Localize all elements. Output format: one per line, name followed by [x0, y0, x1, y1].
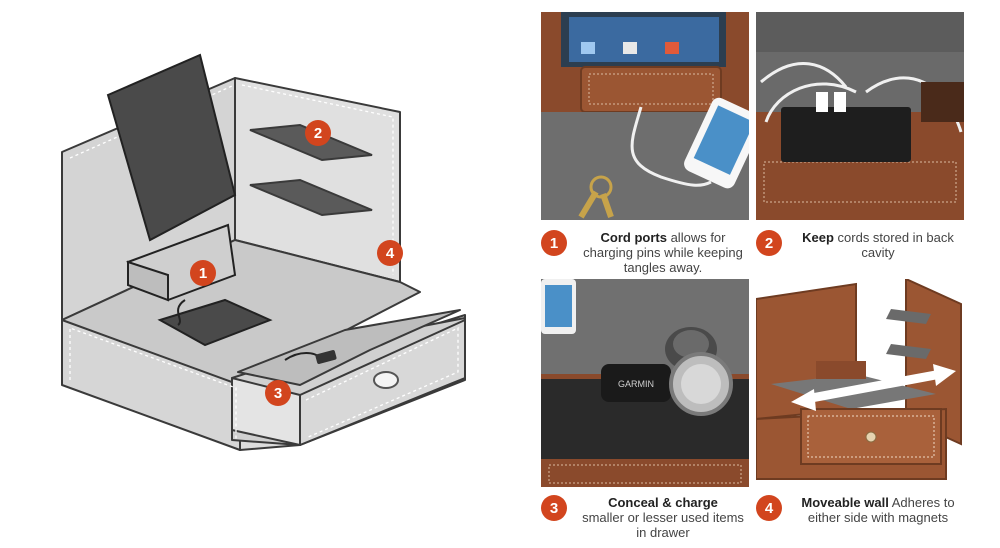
drawer-knob: [373, 371, 399, 389]
caption-2: 2 Keep cords stored in back cavity: [756, 230, 964, 260]
caption-title: Keep: [802, 230, 834, 245]
diagram-marker-2: 2: [305, 120, 331, 146]
diagram-marker-4: 4: [377, 240, 403, 266]
caption-title: Cord ports: [600, 230, 667, 245]
diagram-marker-1: 1: [190, 260, 216, 286]
drawer-inside: [237, 309, 461, 386]
caption-title: Moveable wall: [801, 495, 889, 510]
caption-text: Moveable wall Adheres to either side wit…: [792, 495, 964, 525]
caption-text: Conceal & charge smaller or lesser used …: [577, 495, 749, 540]
caption-text: Cord ports allows for charging pins whil…: [577, 230, 749, 275]
caption-4: 4 Moveable wall Adheres to either side w…: [756, 495, 964, 525]
caption-body: cords stored in back cavity: [837, 230, 954, 260]
phone-pad: [157, 298, 273, 347]
caption-body: Adheres to either side with magnets: [807, 495, 955, 525]
caption-title: Conceal & charge: [608, 495, 718, 510]
garmin-label: GARMIN: [618, 379, 654, 389]
organizer-diagram: 1 2 3 4: [61, 53, 466, 451]
number-badge: 2: [756, 230, 782, 256]
caption-body: smaller or lesser used items in drawer: [582, 510, 744, 540]
photo-cord-ports: [541, 12, 749, 220]
number-badge: 1: [541, 230, 567, 256]
diagram-marker-3: 3: [265, 380, 291, 406]
caption-1: 1 Cord ports allows for charging pins wh…: [541, 230, 749, 275]
caption-3: 3 Conceal & charge smaller or lesser use…: [541, 495, 749, 540]
caption-text: Keep cords stored in back cavity: [792, 230, 964, 260]
organizer-illustration: [61, 53, 466, 451]
tablet: [106, 53, 237, 242]
photo-drawer: GARMIN: [541, 279, 749, 487]
photo-moveable-wall: [756, 279, 964, 487]
caption-body: allows for charging pins while keeping t…: [583, 230, 743, 275]
number-badge: 4: [756, 495, 782, 521]
number-badge: 3: [541, 495, 567, 521]
photo-back-cavity: [756, 12, 964, 220]
